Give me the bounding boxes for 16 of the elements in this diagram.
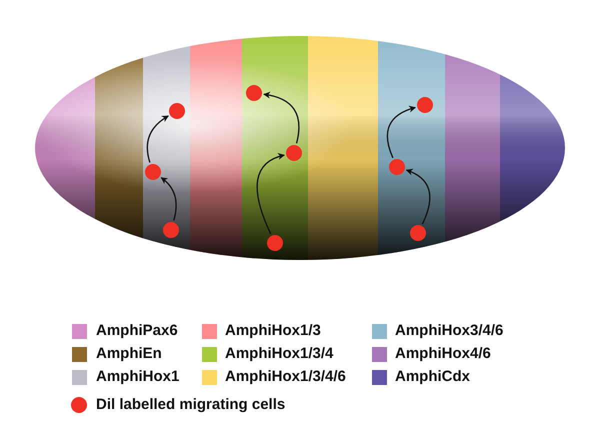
- legend-text: AmphiHox1/3/4: [225, 345, 334, 363]
- legend-text: AmphiEn: [96, 345, 162, 363]
- legend-text: AmphiCdx: [395, 368, 470, 386]
- legend-text: AmphiHox3/4/6: [395, 322, 504, 340]
- legend-text: AmphiPax6: [96, 322, 178, 340]
- migration-arrow: [263, 92, 300, 144]
- migration-arrow: [160, 177, 177, 221]
- migration-arrow: [386, 106, 416, 158]
- migration-arrow: [146, 115, 169, 163]
- legend-text: AmphiHox1/3/4/6: [225, 368, 346, 386]
- legend-text: AmphiHox1: [96, 368, 180, 386]
- legend-text: Dil labelled migrating cells: [96, 396, 286, 414]
- legend-text: AmphiHox1/3: [225, 322, 321, 340]
- migration-arrow: [406, 169, 430, 224]
- legend-text: AmphiHox4/6: [395, 345, 491, 363]
- migration-arrow: [256, 153, 285, 234]
